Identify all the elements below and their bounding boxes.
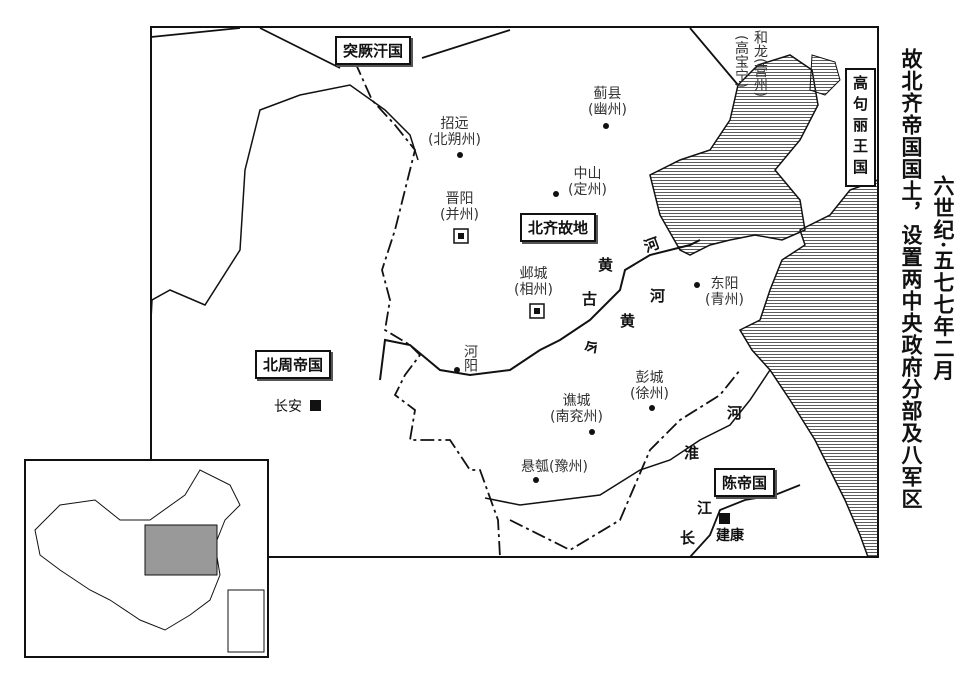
marker-changan xyxy=(310,400,321,411)
map-title-line1: 六世纪·五七七年二月 xyxy=(931,175,956,382)
label-goguryeo: 高句丽王国 xyxy=(845,68,876,187)
korea-sea xyxy=(809,54,841,96)
ordos-loop xyxy=(150,84,419,321)
label-beiqi: 北齐故地 xyxy=(520,213,597,242)
place-name: 彭城 xyxy=(635,370,664,386)
city-markers xyxy=(310,123,730,524)
border-tujue xyxy=(150,27,739,86)
river-guhuanghe-3: 河 xyxy=(650,287,666,305)
marker-jiankang xyxy=(719,513,730,524)
place-name: 招远 xyxy=(440,116,469,132)
place-dongyang: 东阳(青州) xyxy=(705,276,744,308)
marker-yecheng-inner xyxy=(534,308,540,314)
place-zhaoyuan: 招远(北朔州) xyxy=(428,116,481,148)
marker-pengcheng xyxy=(649,405,655,411)
place-name: 谯城 xyxy=(562,393,591,409)
place-helong: 和龙(营州) xyxy=(752,30,768,97)
marker-dongyang xyxy=(694,282,700,288)
place-heyang: 河阳 xyxy=(462,344,478,372)
place-sub: (定州) xyxy=(568,182,607,198)
river-huanghe-1: 黄 xyxy=(598,256,614,274)
label-chen: 陈帝国 xyxy=(714,468,776,497)
place-sub: (徐州) xyxy=(630,386,669,402)
marker-zhongshan xyxy=(553,191,559,197)
place-name: 蓟县 xyxy=(593,86,622,102)
border-chen xyxy=(509,369,741,552)
place-name: 中山 xyxy=(573,166,602,182)
place-sub: (相州) xyxy=(514,282,553,298)
place-yecheng: 邺城(相州) xyxy=(514,266,553,298)
place-jiankang: 建康 xyxy=(716,528,744,544)
place-xuanhu: 悬瓠(豫州) xyxy=(521,459,588,475)
yellow-sea xyxy=(738,178,879,558)
place-qiaocheng: 谯城(南兖州) xyxy=(550,393,603,425)
map-title-line2: 故北齐帝国国土，设置两中央政府分部及八军区 xyxy=(899,48,924,510)
label-beizhou: 北周帝国 xyxy=(255,350,332,379)
river-guhuanghe-2: 黄 xyxy=(620,312,636,330)
place-name: 邺城 xyxy=(519,266,548,282)
huai-river xyxy=(484,369,771,506)
river-changjiang-1: 长 xyxy=(680,529,696,547)
place-pengcheng: 彭城(徐州) xyxy=(630,370,669,402)
place-sub: (北朔州) xyxy=(428,132,481,148)
marker-jixian xyxy=(603,123,609,129)
place-helong-note: (高宝宁) xyxy=(733,35,749,88)
yellow-river xyxy=(379,239,701,381)
river-guhuanghe-1: 古 xyxy=(582,290,598,308)
place-sub: (南兖州) xyxy=(550,409,603,425)
label-tujue: 突厥汗国 xyxy=(335,36,412,65)
place-changan: 长安 xyxy=(274,399,302,415)
marker-zhaoyuan xyxy=(457,152,463,158)
place-zhongshan: 中山(定州) xyxy=(568,166,607,198)
place-sub: (并州) xyxy=(440,207,479,223)
marker-qiaocheng xyxy=(589,429,595,435)
place-sub: (青州) xyxy=(705,292,744,308)
place-sub: (幽州) xyxy=(588,102,627,118)
marker-heyang xyxy=(454,367,460,373)
marker-xuanhu xyxy=(533,477,539,483)
river-changjiang-2: 江 xyxy=(697,499,713,517)
river-huaihe-1: 淮 xyxy=(684,444,700,462)
river-huaihe-2: 河 xyxy=(727,404,743,422)
place-name: 晋阳 xyxy=(445,191,474,207)
yangtze-river xyxy=(689,484,801,558)
inset-south-sea-box xyxy=(227,589,265,653)
place-jinyang: 晋阳(并州) xyxy=(440,191,479,223)
marker-jinyang-inner xyxy=(458,233,464,239)
inset-highlight-region xyxy=(144,524,218,576)
place-name: 东阳 xyxy=(710,276,739,292)
place-jixian: 蓟县(幽州) xyxy=(588,86,627,118)
